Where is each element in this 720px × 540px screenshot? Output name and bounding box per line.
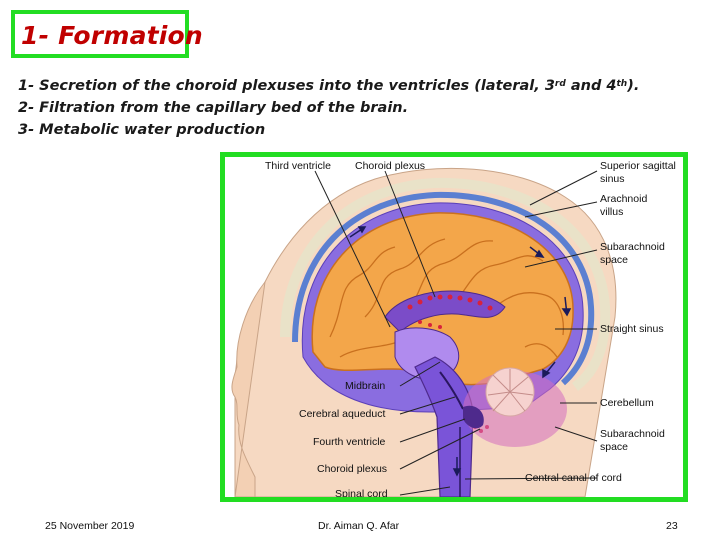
bullet-3: 3- Metabolic water production <box>18 122 266 138</box>
footer-author: Dr. Aiman Q. Afar <box>318 520 400 532</box>
footer-page-number: 23 <box>666 520 678 532</box>
label-superior-sagittal: Superior sagittal <box>600 160 676 172</box>
bullet-1-sup-rd: rd <box>554 79 566 89</box>
label-fourth-ventricle: Fourth ventricle <box>313 436 386 448</box>
label-subarachnoid-2: Subarachnoid <box>600 428 665 440</box>
label-straight-sinus: Straight sinus <box>600 323 664 335</box>
label-subarachnoid-1: Subarachnoid <box>600 241 665 253</box>
label-sinus: sinus <box>600 173 625 185</box>
bullet-1-sup-th: th <box>616 79 628 89</box>
slide-title: 1- Formation <box>21 21 203 50</box>
cerebellum-group <box>463 367 567 447</box>
label-midbrain: Midbrain <box>345 380 385 392</box>
arbor-vitae <box>487 369 534 412</box>
brain-diagram: Third ventricle Choroid plexus Superior … <box>231 160 676 497</box>
bullet-2: 2- Filtration from the capillary bed of … <box>18 100 409 116</box>
label-choroid-plexus-top: Choroid plexus <box>355 160 425 172</box>
label-third-ventricle: Third ventricle <box>265 160 331 172</box>
bullet-1-suffix: ). <box>627 78 640 94</box>
label-arachnoid: Arachnoid <box>600 193 647 205</box>
dura-layer <box>292 191 595 386</box>
title-box: 1- Formation <box>11 10 203 58</box>
label-space-2: space <box>600 441 628 453</box>
face-profile <box>231 280 266 497</box>
label-spinal-cord: Spinal cord <box>335 488 388 497</box>
fourth-ventricle <box>463 405 484 429</box>
label-central-canal: Central canal of cord <box>525 472 622 484</box>
brain-csf-figure: Third ventricle Choroid plexus Superior … <box>220 152 688 502</box>
leader-lines <box>314 170 598 496</box>
bullet-1-text: 1- Secretion of the choroid plexuses int… <box>18 78 555 94</box>
skull <box>280 177 611 391</box>
lateral-ventricle <box>384 290 506 333</box>
bullet-list: 1- Secretion of the choroid plexuses int… <box>18 75 708 141</box>
flow-arrows <box>349 226 572 477</box>
cerebral-aqueduct <box>439 371 464 410</box>
brainstem <box>414 356 474 497</box>
label-cerebral-aqueduct: Cerebral aqueduct <box>299 408 385 420</box>
bullet-1-mid: and 4 <box>565 78 617 94</box>
label-choroid-plexus-bottom: Choroid plexus <box>317 463 387 475</box>
label-space-1: space <box>600 254 628 266</box>
footer-date: 25 November 2019 <box>45 520 135 532</box>
label-cerebellum: Cerebellum <box>600 397 654 409</box>
label-villus: villus <box>600 206 623 218</box>
bullet-1: 1- Secretion of the choroid plexuses int… <box>18 75 708 97</box>
